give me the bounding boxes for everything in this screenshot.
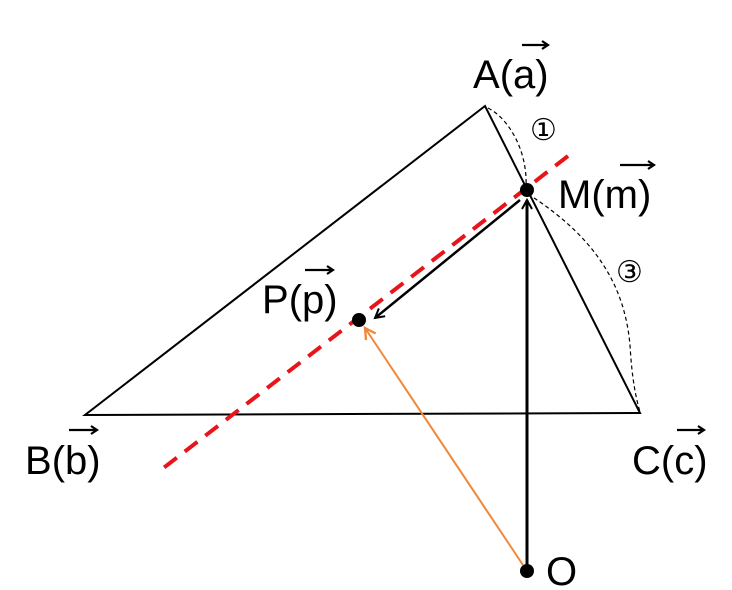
vector-arrowhead-c <box>697 425 706 435</box>
ratio-label-am: ① <box>530 113 557 148</box>
label-m: M(m) <box>558 173 651 217</box>
ratio-arc-am <box>487 107 527 189</box>
point-o <box>520 564 534 578</box>
label-a: A(a) <box>473 53 549 97</box>
triangle-abc <box>82 104 642 417</box>
label-b: B(b) <box>25 439 101 483</box>
label-o: O <box>546 550 577 590</box>
label-p: P(p) <box>262 278 338 322</box>
point-m <box>520 183 534 197</box>
vector-arrowhead-b <box>90 425 99 435</box>
point-p <box>352 313 366 327</box>
ratio-label-mc: ③ <box>616 255 643 290</box>
ratio-arc-mc <box>527 193 641 413</box>
parallel-line <box>155 154 570 475</box>
label-c: C(c) <box>632 439 708 483</box>
vector-op <box>365 328 524 566</box>
vector-arrowhead-m <box>647 160 656 170</box>
vector-arrowhead-p <box>326 265 335 275</box>
vector-mp <box>375 199 521 318</box>
vector-arrowhead-a <box>541 40 550 50</box>
